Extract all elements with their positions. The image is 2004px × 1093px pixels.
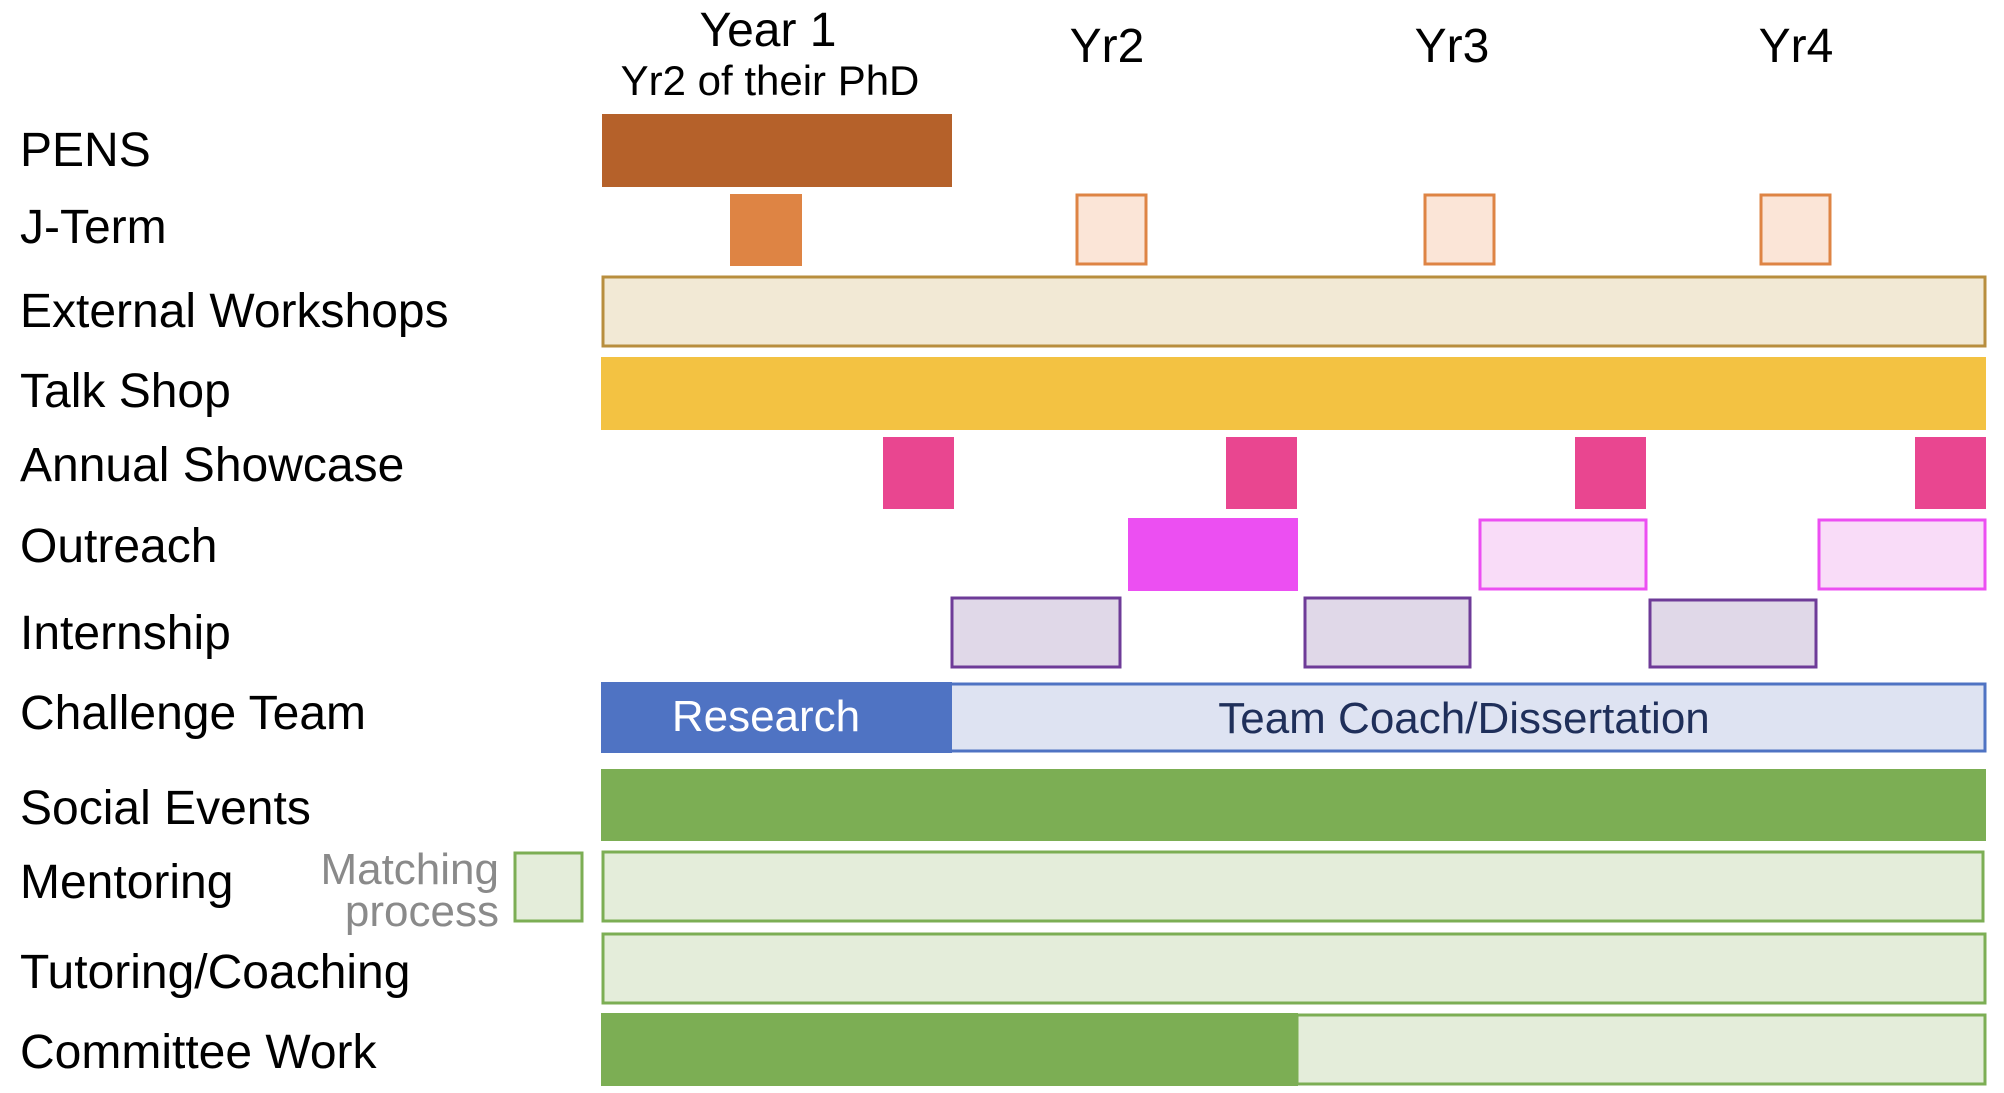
box-annual-showcase-year-1 <box>883 437 954 509</box>
bar-pens-year-1 <box>602 114 952 187</box>
box-j-term-yr3 <box>1423 193 1496 266</box>
bar-outreach-yr3 <box>1478 518 1648 591</box>
box-annual-showcase-yr2 <box>1226 437 1297 509</box>
box-annual-showcase-yr3 <box>1575 437 1646 509</box>
bar-internship-yr1-yr2 <box>950 596 1122 669</box>
bar-outreach-yr4 <box>1817 518 1987 591</box>
bar-external-workshops <box>601 275 1987 348</box>
challenge-team-coach-label: Team Coach/Dissertation <box>1218 694 1710 743</box>
column-headers: Year 1 Yr2 of their PhD Yr2 Yr3 Yr4 <box>621 4 1834 104</box>
column-header-yr3: Yr3 <box>1415 20 1490 73</box>
box-j-term-yr2 <box>1075 193 1148 266</box>
box-j-term-year-1 <box>730 194 802 266</box>
bar-internship-yr2-yr3 <box>1303 596 1472 669</box>
box-annual-showcase-yr4 <box>1915 437 1986 509</box>
bar-committee-work-light <box>1295 1013 1987 1086</box>
row-label-talk-shop: Talk Shop <box>20 365 231 418</box>
row-label-j-term: J-Term <box>20 201 167 254</box>
row-label-outreach: Outreach <box>20 520 217 573</box>
row-label-annual-showcase: Annual Showcase <box>20 439 404 492</box>
box-j-term-yr4 <box>1759 193 1832 266</box>
row-label-external-workshops: External Workshops <box>20 285 449 338</box>
bar-tutoring-coaching <box>601 932 1987 1005</box>
column-header-yr4: Yr4 <box>1759 20 1834 73</box>
bar-challenge-team-research <box>601 682 952 753</box>
row-label-tutoring-coaching: Tutoring/Coaching <box>20 946 410 999</box>
row-label-mentoring: Mentoring <box>20 856 233 909</box>
challenge-team-research-label: Research <box>672 692 860 741</box>
row-label-pens: PENS <box>20 124 151 177</box>
row-label-internship: Internship <box>20 607 231 660</box>
row-labels: PENS J-Term External Workshops Talk Shop… <box>20 124 449 1079</box>
column-header-yr2: Yr2 <box>1070 20 1145 73</box>
row-label-challenge-team: Challenge Team <box>20 687 366 740</box>
mentoring-matching-note-line-2: process <box>345 887 499 936</box>
bar-talk-shop <box>601 357 1986 430</box>
bar-internship-yr3-yr4 <box>1648 598 1818 669</box>
bar-outreach-yr2 <box>1128 518 1298 591</box>
bar-mentoring <box>601 850 1985 923</box>
bar-committee-work-active <box>601 1013 1298 1086</box>
box-mentoring-matching-process <box>513 851 584 923</box>
bar-social-events <box>601 769 1986 841</box>
column-header-year-1-subtitle: Yr2 of their PhD <box>621 57 920 104</box>
mentoring-matching-note-line-1: Matching <box>320 845 499 894</box>
row-label-committee-work: Committee Work <box>20 1026 378 1079</box>
row-label-social-events: Social Events <box>20 782 311 835</box>
column-header-year-1: Year 1 <box>699 4 836 57</box>
